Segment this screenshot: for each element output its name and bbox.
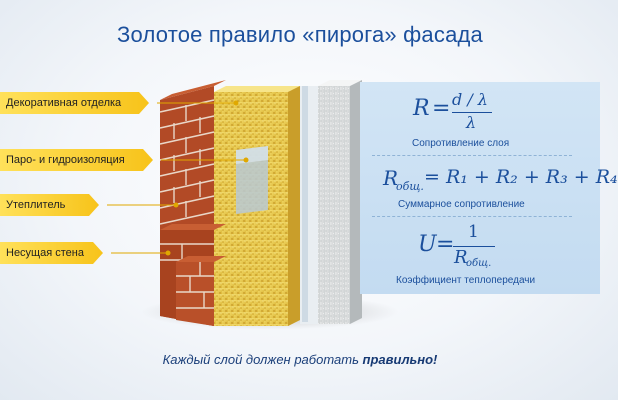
formula-r-denominator: λ xyxy=(466,113,477,132)
formula-u-lhs: U xyxy=(418,232,437,257)
formula-u-denominator-sub: общ. xyxy=(466,258,492,269)
fraction-bar xyxy=(453,246,495,247)
caption-transfer: Коэффициент теплопередачи xyxy=(396,275,536,286)
formula-u-numerator: 1 xyxy=(468,222,479,242)
formula-panel xyxy=(360,82,600,294)
caption-total: Суммарное сопротивление xyxy=(398,199,525,210)
footer-text: Каждый слой должен работать xyxy=(162,352,359,367)
facade-layers-illustration xyxy=(107,80,362,326)
page-title: Золотое правило «пирога» фасада xyxy=(117,22,483,47)
label-insulation: Утеплитель xyxy=(0,194,99,216)
formula-total-r: R xyxy=(383,166,399,190)
formula-total-sub: общ. xyxy=(396,180,424,193)
insulation-layer xyxy=(214,86,300,326)
formula-r-lhs: R xyxy=(413,96,430,121)
footer-emphasis: правильно! xyxy=(362,352,438,367)
caption-resistance: Сопротивление слоя xyxy=(412,138,510,149)
formula-u-eq: = xyxy=(436,232,455,257)
panel-divider xyxy=(372,155,572,156)
formula-r-eq: = xyxy=(432,96,451,121)
formula-total-rhs: = R₁ + R₂ + R₃ + R₄ xyxy=(424,166,618,188)
decorative-layer xyxy=(318,80,362,324)
panel-divider xyxy=(372,216,572,217)
formula-r-numerator: d / λ xyxy=(452,90,488,109)
formula-u-denominator-r: R xyxy=(454,247,468,268)
label-decorative-finish: Декоративная отделка xyxy=(0,92,149,114)
footer-slogan: Каждый слой должен работать правильно! xyxy=(0,352,600,367)
vapor-barrier-layer xyxy=(300,86,318,324)
fraction-bar xyxy=(452,112,492,113)
label-load-bearing-wall: Несущая стена xyxy=(0,242,103,264)
label-vapor-barrier: Паро- и гидроизоляция xyxy=(0,149,153,171)
brick-wall-layer xyxy=(159,80,226,326)
